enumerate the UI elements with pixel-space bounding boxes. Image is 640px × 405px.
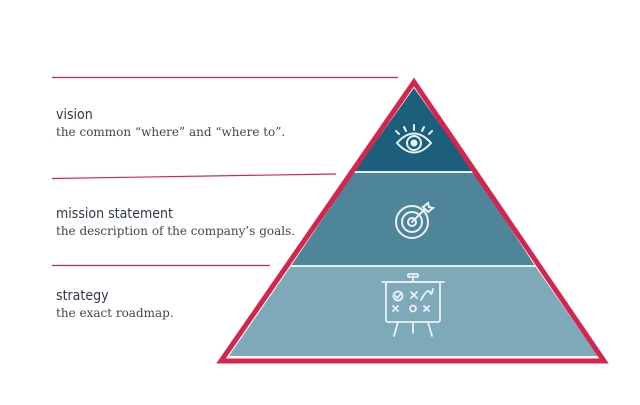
strategy-board-icon	[381, 273, 445, 337]
eye-icon	[395, 124, 433, 154]
pyramid-outline	[216, 77, 609, 364]
tier-label-strategy: strategy the exact roadmap.	[56, 288, 174, 321]
leader-line-mission	[51, 173, 337, 180]
tier-title-mission: mission statement	[56, 206, 173, 222]
tier-description-vision: the common “where” and “where to”.	[56, 125, 286, 139]
target-icon	[395, 201, 436, 239]
tier-title-strategy: strategy	[56, 288, 109, 304]
tier-description-strategy: the exact roadmap.	[56, 306, 174, 320]
tier-label-mission: mission statement the description of the…	[56, 206, 295, 239]
tier-description-mission: the description of the company’s goals.	[56, 224, 296, 238]
tier-title-vision: vision	[56, 107, 93, 123]
tier-label-vision: vision the common “where” and “where to”…	[56, 107, 285, 140]
